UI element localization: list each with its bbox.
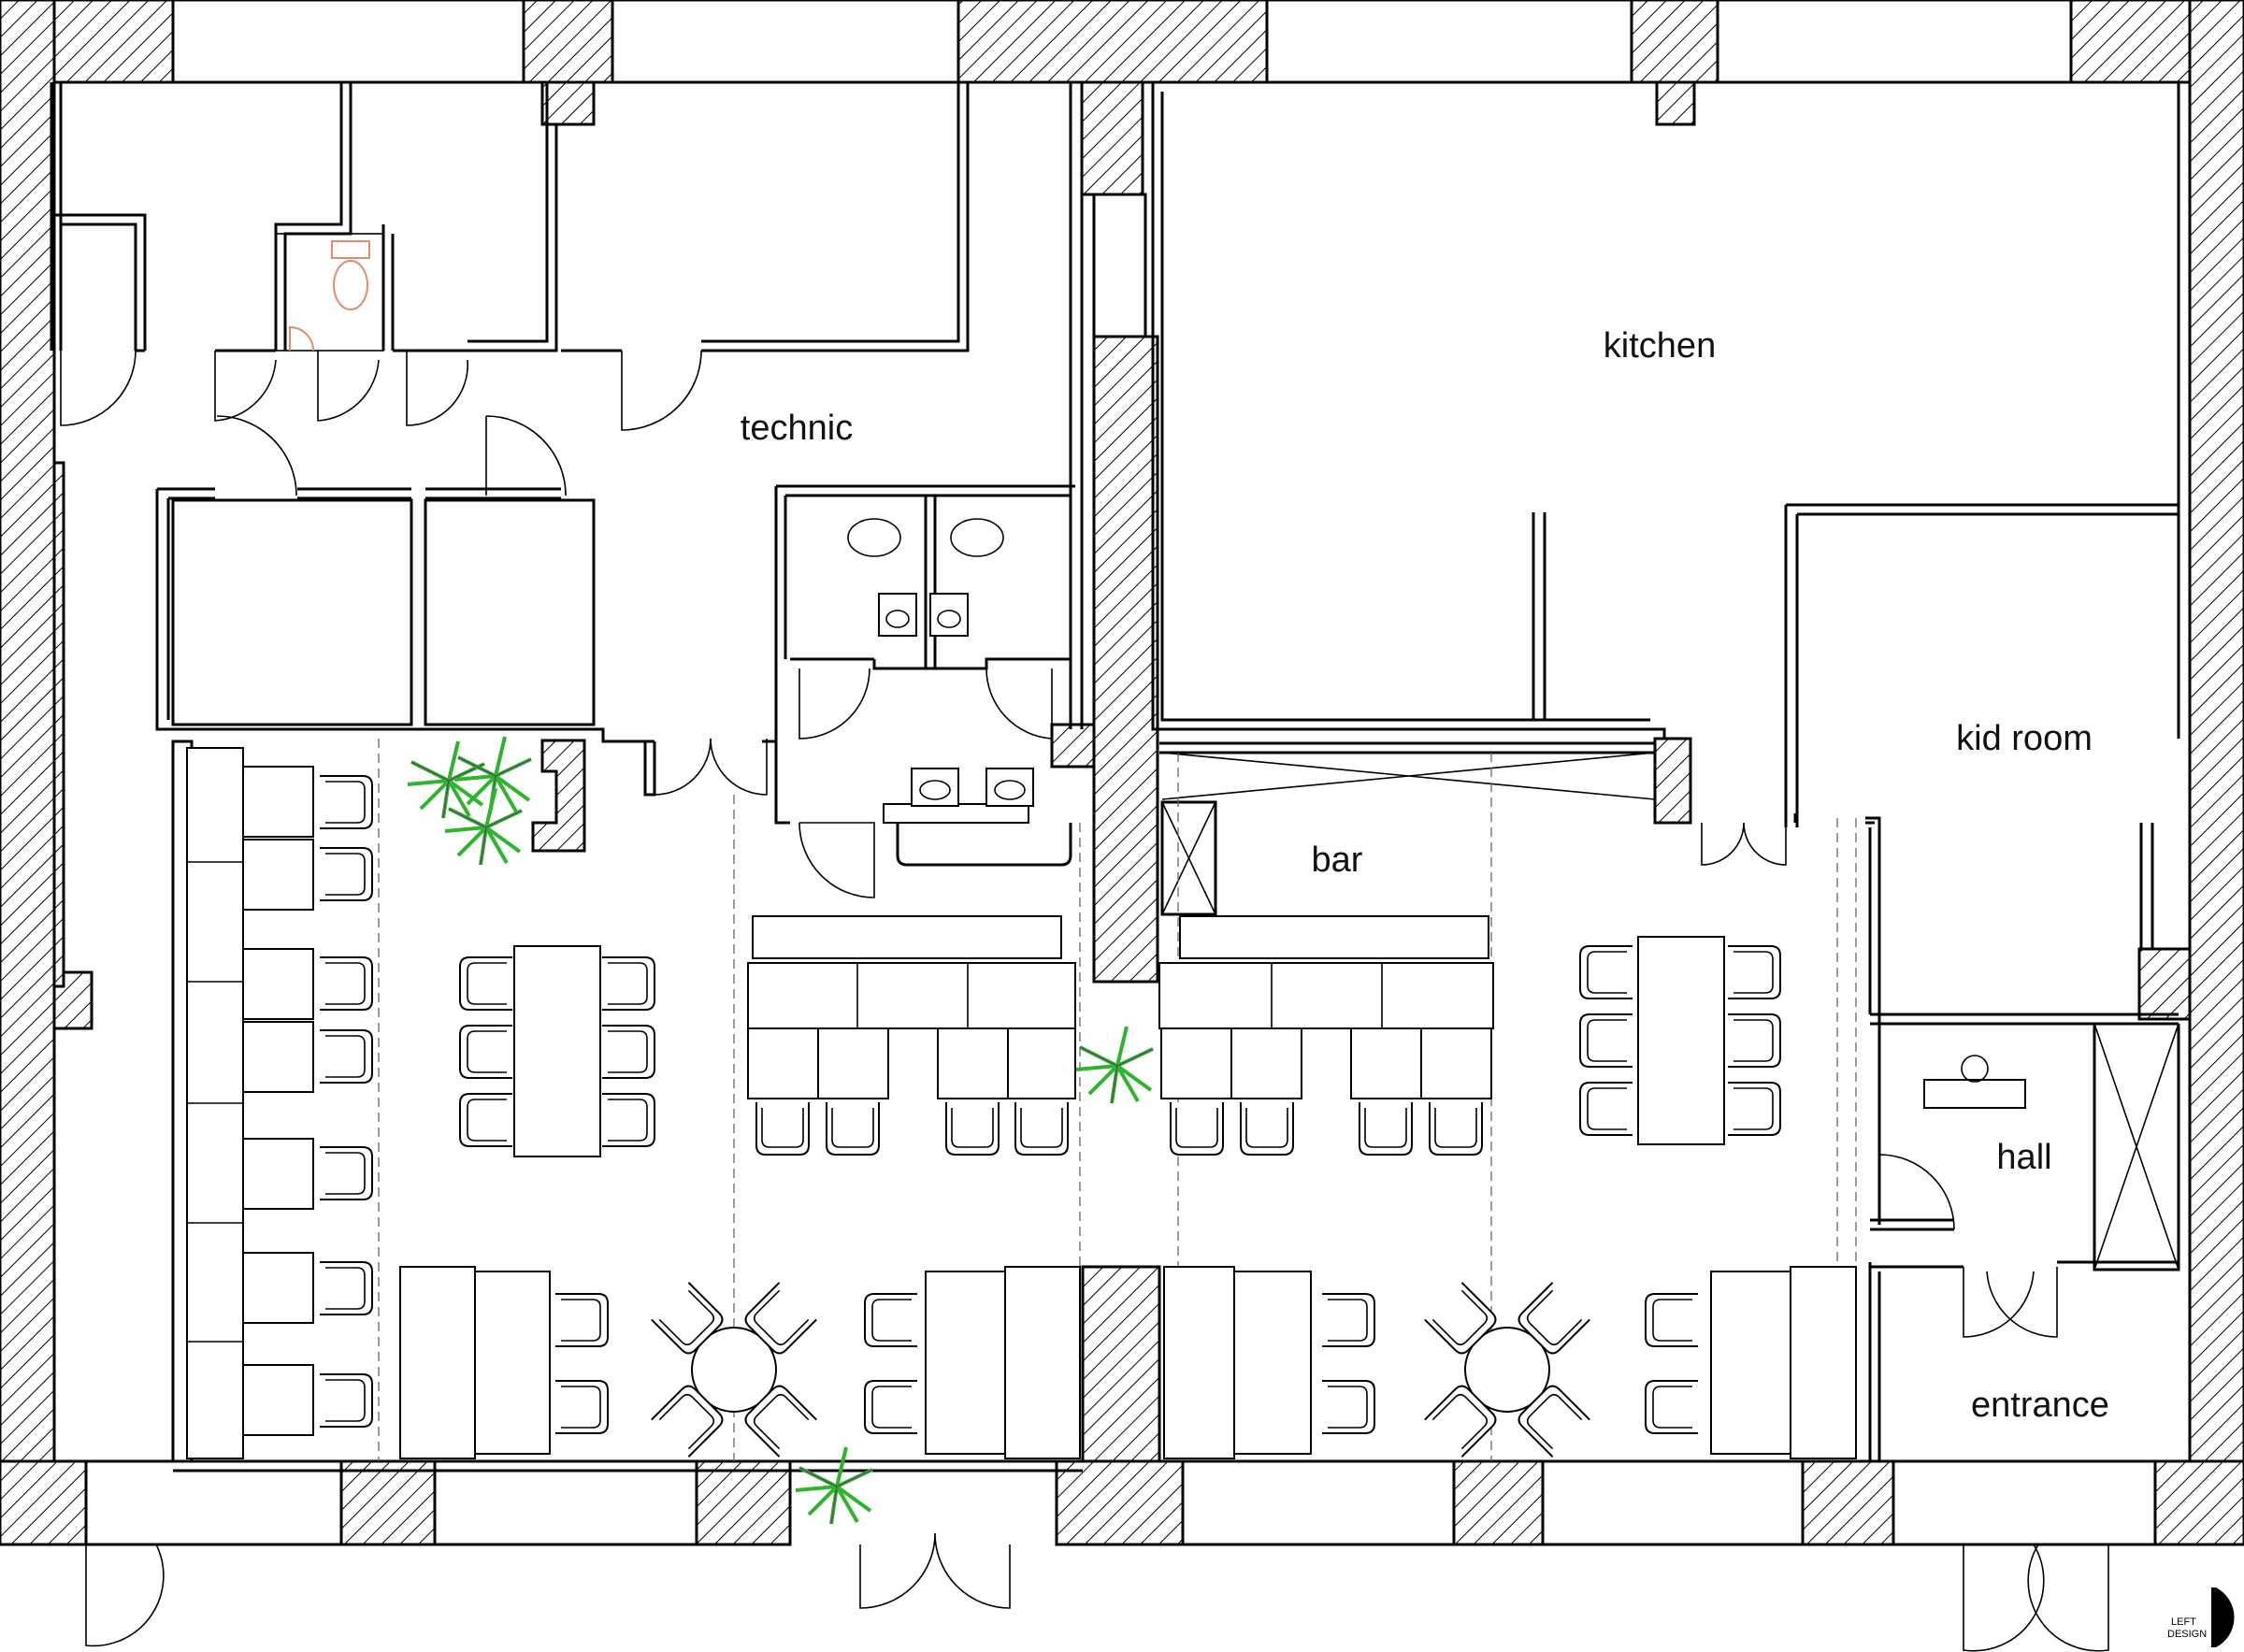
left-banquette [186,747,373,1459]
bottom-tables [399,1266,1857,1459]
table-six-right [1579,936,1781,1145]
room-label-kitchen: kitchen [1604,326,1716,366]
room-label-kid-room: kid room [1956,719,2093,758]
restroom-fixtures [275,233,1072,867]
room-label-hall: hall [1996,1138,2051,1177]
hall-desk [1923,1055,2026,1109]
left-design-logo: LEFT DESIGN [2167,1587,2235,1647]
doors [60,350,2109,1652]
room-label-technic: technic [741,409,853,448]
room-label-bar: bar [1312,840,1363,880]
center-seating [747,915,1494,1156]
room-label-entrance: entrance [1971,1386,2109,1425]
walls [0,0,2244,1546]
logo-line1: LEFT [2171,1616,2196,1628]
table-six-left [459,945,655,1157]
logo-line2: DESIGN [2167,1629,2207,1640]
